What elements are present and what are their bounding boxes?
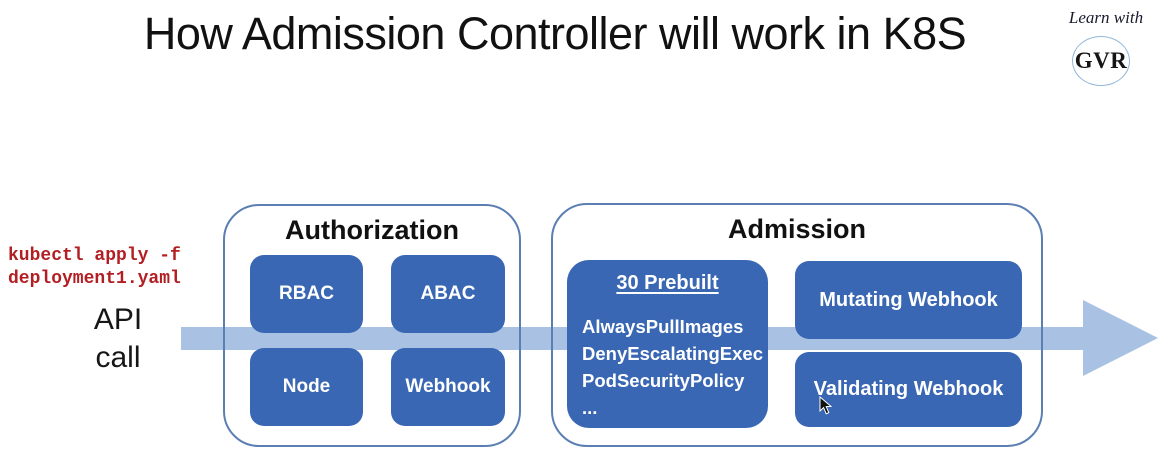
admission-container: Admission [551,203,1043,447]
box-node: Node [250,348,363,426]
prebuilt-item: DenyEscalatingExec [582,343,763,364]
box-mutating-webhook: Mutating Webhook [795,261,1022,339]
box-abac: ABAC [391,255,505,333]
authorization-container: Authorization [223,204,521,447]
page-title: How Admission Controller will work in K8… [143,8,967,59]
kubectl-command-text: kubectl apply -f deployment1.yaml [8,245,181,291]
brand-tagline: Learn with [1068,8,1144,27]
box-rbac: RBAC [250,255,363,333]
prebuilt-plugins-box: 30 Prebuilt AlwaysPullImages DenyEscalat… [567,260,768,428]
authorization-label: Authorization [285,215,459,245]
admission-label: Admission [727,214,867,244]
prebuilt-item: AlwaysPullImages [582,316,744,337]
prebuilt-list: AlwaysPullImages DenyEscalatingExec PodS… [567,313,768,421]
command-line-1: kubectl apply -f [8,246,181,266]
flow-arrow-head-icon [1083,300,1158,376]
mouse-cursor-icon [819,395,833,420]
api-call-line-1: API [93,303,143,336]
box-webhook: Webhook [391,348,505,426]
box-validating-webhook: Validating Webhook [795,352,1022,427]
api-call-label: API call [72,301,164,377]
brand-circle-icon: GVR [1072,36,1130,86]
brand-logo: Learn with GVR [1050,8,1162,86]
prebuilt-item: ... [582,397,598,418]
api-call-line-2: call [95,341,141,374]
prebuilt-heading: 30 Prebuilt [616,272,719,294]
prebuilt-item: PodSecurityPolicy [582,370,745,391]
brand-monogram: GVR [1074,48,1128,73]
command-line-2: deployment1.yaml [8,269,181,289]
